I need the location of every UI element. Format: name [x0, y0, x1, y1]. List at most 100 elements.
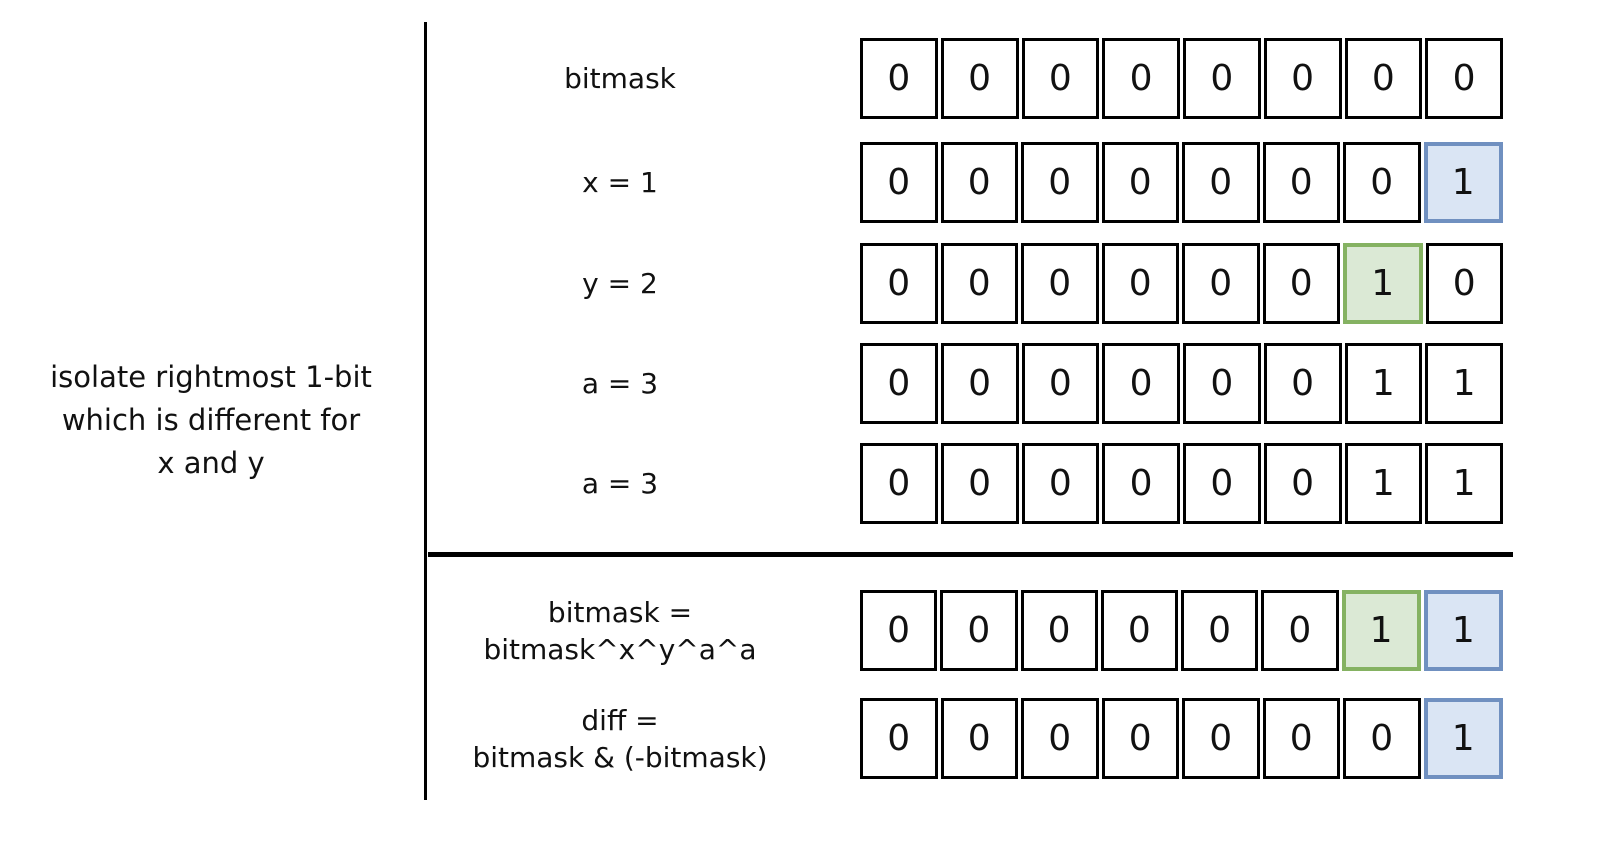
bit-value: 0 — [967, 263, 991, 304]
bit-cell: 0 — [1021, 443, 1100, 524]
bit-value: 0 — [1208, 610, 1232, 651]
bit-value: 1 — [1451, 162, 1475, 203]
bit-cell: 0 — [940, 142, 1018, 223]
bit-cell-highlight-blue: 1 — [1423, 142, 1503, 223]
bit-cell-highlight-green: 1 — [1343, 243, 1423, 324]
bit-value: 0 — [1210, 463, 1234, 504]
bit-cell: 0 — [1261, 590, 1339, 671]
row-label: bitmask =bitmask^x^y^a^a — [430, 590, 810, 671]
bit-cell: 0 — [860, 142, 938, 223]
bit-cell: 1 — [1425, 443, 1503, 524]
bit-cell: 1 — [1425, 343, 1503, 424]
bit-value: 0 — [1048, 162, 1072, 203]
row-label-line: bitmask = — [547, 595, 693, 629]
bit-cell: 0 — [940, 343, 1019, 424]
row-label-line: bitmask^x^y^a^a — [483, 632, 757, 666]
bit-value: 0 — [887, 58, 911, 99]
bit-value: 0 — [1128, 718, 1152, 759]
bit-cell: 0 — [1021, 243, 1099, 324]
bit-cell: 0 — [860, 698, 938, 779]
bit-value: 1 — [1371, 463, 1395, 504]
bit-value: 0 — [887, 718, 911, 759]
bit-value: 1 — [1452, 363, 1476, 404]
bit-value: 0 — [887, 263, 911, 304]
bit-value: 0 — [1048, 58, 1072, 99]
bit-value: 0 — [887, 610, 911, 651]
bit-cell: 0 — [860, 343, 938, 424]
note-line: which is different for — [61, 403, 361, 437]
row-label-line: x = 1 — [582, 166, 658, 199]
bit-cell: 0 — [1344, 38, 1423, 119]
bit-cell: 0 — [940, 443, 1019, 524]
bit-cell: 0 — [1343, 698, 1421, 779]
bit-cell: 0 — [1263, 343, 1342, 424]
bit-cell: 0 — [1182, 243, 1260, 324]
bit-cell: 0 — [1425, 38, 1503, 119]
row-label: y = 2 — [430, 243, 810, 324]
bit-value: 0 — [1288, 610, 1312, 651]
row-label-line: y = 2 — [582, 267, 658, 300]
bit-value: 1 — [1371, 363, 1395, 404]
bit-cell: 0 — [1101, 243, 1179, 324]
bit-value: 0 — [1048, 263, 1072, 304]
row-label-line: bitmask — [564, 62, 676, 95]
bit-value: 0 — [1210, 363, 1234, 404]
bit-value: 1 — [1451, 718, 1475, 759]
bit-value: 0 — [967, 610, 991, 651]
bit-value: 0 — [1128, 162, 1152, 203]
bit-cell: 0 — [1183, 343, 1261, 424]
bit-value: 0 — [1371, 58, 1395, 99]
bit-value: 0 — [1370, 718, 1394, 759]
row-label-line: bitmask & (-bitmask) — [472, 740, 768, 774]
bit-cell: 0 — [1102, 38, 1180, 119]
bit-value: 0 — [1289, 263, 1313, 304]
bit-value: 0 — [1210, 58, 1234, 99]
note-line: x and y — [157, 446, 265, 480]
bit-value: 1 — [1452, 463, 1476, 504]
bit-cell: 0 — [1183, 38, 1261, 119]
bit-cell: 0 — [1021, 343, 1100, 424]
bit-cell: 0 — [860, 590, 938, 671]
bit-cell: 0 — [1263, 38, 1342, 119]
bit-cell: 0 — [940, 243, 1018, 324]
horizontal-divider — [428, 552, 1513, 557]
row-label-line: diff = — [581, 703, 659, 737]
bit-cell: 0 — [860, 38, 938, 119]
note-line: isolate rightmost 1-bit — [50, 360, 372, 394]
row-label: x = 1 — [430, 142, 810, 223]
bit-cell: 0 — [1425, 243, 1503, 324]
row-label-line: a = 3 — [581, 467, 659, 500]
bit-cell: 0 — [1021, 38, 1100, 119]
bit-value: 0 — [1047, 610, 1071, 651]
row-label-line: a = 3 — [581, 367, 659, 400]
bit-cell: 0 — [1262, 698, 1340, 779]
bit-cell: 0 — [1263, 443, 1342, 524]
bit-cell: 0 — [1102, 443, 1180, 524]
bit-value: 0 — [1291, 58, 1315, 99]
bit-value: 0 — [967, 718, 991, 759]
bit-value: 0 — [1128, 263, 1152, 304]
bit-cell: 0 — [1100, 590, 1178, 671]
explanation-note: isolate rightmost 1-bit which is differe… — [10, 356, 412, 485]
bit-value: 0 — [1289, 718, 1313, 759]
bit-cell: 0 — [1021, 698, 1099, 779]
bit-cell: 0 — [940, 38, 1019, 119]
bit-cell-highlight-blue: 1 — [1423, 590, 1503, 671]
bit-cell: 0 — [1262, 142, 1340, 223]
bit-value: 0 — [887, 463, 911, 504]
bit-cell: 1 — [1344, 343, 1423, 424]
bit-value: 0 — [1291, 463, 1315, 504]
bit-value: 0 — [1129, 463, 1153, 504]
bit-value: 0 — [887, 162, 911, 203]
bit-value: 0 — [1129, 363, 1153, 404]
bit-cell: 0 — [1102, 343, 1180, 424]
bit-value: 0 — [1370, 162, 1394, 203]
row-label: diff =bitmask & (-bitmask) — [430, 698, 810, 779]
